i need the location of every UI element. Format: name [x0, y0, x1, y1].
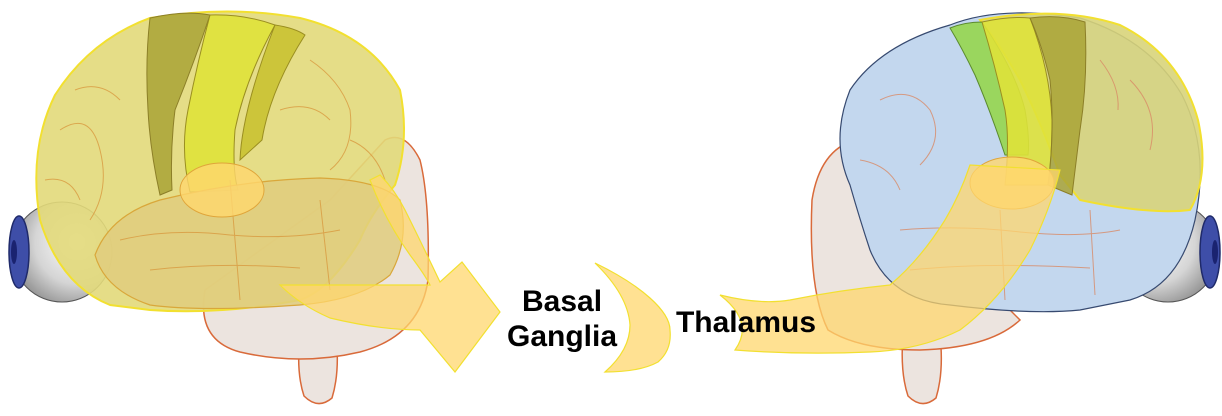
left-brain	[9, 12, 428, 404]
left-basal-ganglia-region	[180, 163, 264, 217]
basal-label-line2: Ganglia	[492, 320, 632, 355]
basal-label-line1: Basal	[492, 285, 632, 320]
basal-ganglia-label: Basal Ganglia	[492, 285, 632, 354]
thalamus-label: Thalamus	[656, 306, 836, 341]
